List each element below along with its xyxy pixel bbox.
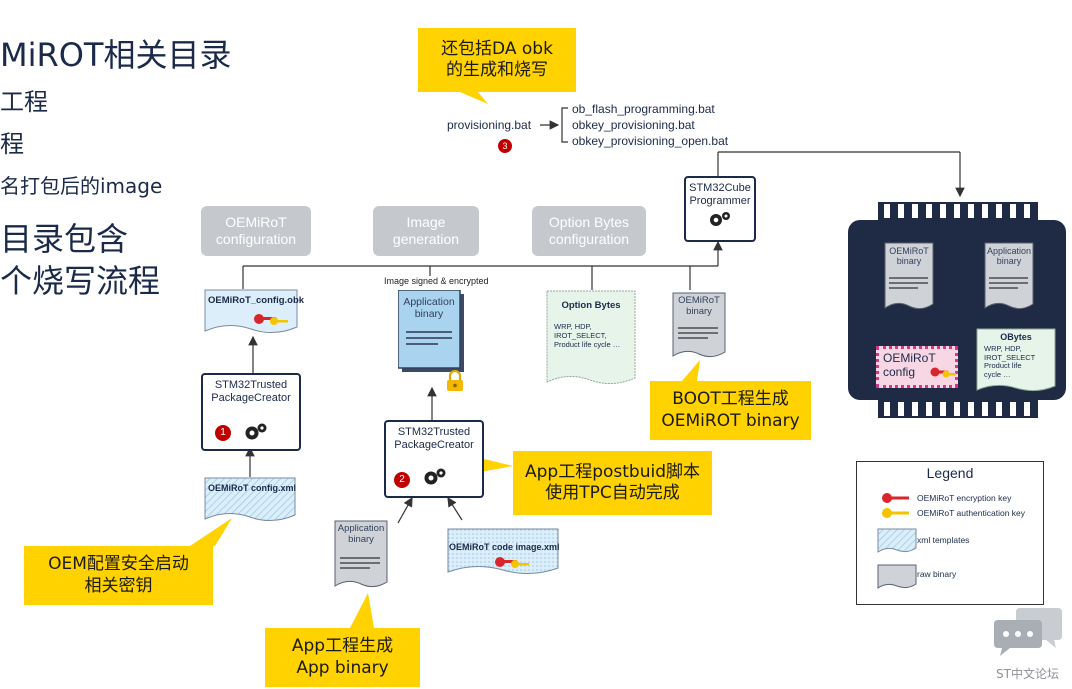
encryption-key-icon	[254, 314, 288, 325]
tpc1-step-badge: 1	[215, 425, 231, 441]
option-bytes-doc: Option Bytes WRP, HDP, IROT_SELECT, Prod…	[546, 290, 636, 386]
chip-oemirot-config: OEMiRoT config	[876, 346, 958, 388]
code-image-xml-label: OEMiRoT code image.xml	[449, 542, 560, 552]
stage-image-generation: Image generation	[373, 206, 479, 256]
provisioning-item-1: ob_flash_programming.bat	[572, 102, 715, 116]
programmer-label: STM32Cube Programmer	[689, 182, 751, 207]
callout-app-postbuild: App工程postbuid脚本 使用TPC自动完成	[513, 451, 712, 515]
authentication-key-icon	[882, 508, 909, 518]
oemirot-binary-doc: OEMiRoT binary	[672, 292, 726, 360]
xml-template-swatch	[877, 528, 917, 553]
watermark-text: ST中文论坛	[996, 667, 1059, 681]
chip-oemirot-binary: OEMiRoT binary	[884, 242, 934, 312]
encryption-key-icon	[882, 493, 909, 503]
config-obk-label: OEMiRoT_config.obk	[208, 295, 305, 306]
signed-app-binary-doc: Application binary	[398, 290, 466, 374]
signed-app-binary-label: Application binary	[403, 296, 455, 321]
chip-oemirot-config-label: OEMiRoT config	[883, 351, 936, 379]
callout-oem-keys: OEM配置安全启动 相关密钥	[24, 546, 213, 605]
config-xml-doc: OEMiRoT config.xml	[204, 477, 296, 523]
chat-bubbles-icon	[994, 608, 1062, 656]
tpc-box-1: STM32Trusted PackageCreator 1	[201, 373, 301, 451]
provisioning-item-2: obkey_provisioning.bat	[572, 118, 695, 132]
chip-oemirot-binary-label: OEMiRoT binary	[889, 246, 929, 267]
option-bytes-title: Option Bytes	[561, 300, 621, 311]
legend: Legend OEMiRoT encryption key OEMiRoT au…	[856, 461, 1044, 605]
provisioning-script: provisioning.bat	[447, 118, 532, 132]
left-title-line6: 个烧写流程	[0, 262, 161, 300]
option-bytes-body: WRP, HDP, IROT_SELECT, Product life cycl…	[554, 322, 621, 349]
tpc2-step-badge: 2	[394, 472, 410, 488]
tpc-box-2: STM32Trusted PackageCreator 2	[384, 420, 484, 498]
left-title-line1: MiROT相关目录	[0, 36, 232, 74]
legend-encryption-key: OEMiRoT encryption key	[917, 493, 1012, 503]
mcu-chip: OEMiRoT binary Application binary OEMiRo…	[848, 196, 1066, 424]
stage-oemirot-config: OEMiRoT configuration	[201, 206, 311, 256]
tpc1-label: STM32Trusted PackageCreator	[211, 379, 291, 404]
chip-obytes-title: OBytes	[1000, 332, 1032, 342]
raw-app-binary-label: Application binary	[337, 523, 385, 545]
legend-xml-templates: xml templates	[917, 535, 970, 545]
gears-icon	[424, 468, 446, 485]
callout-app-binary: App工程生成 App binary	[265, 628, 420, 687]
provisioning-step-badge: 3	[498, 139, 512, 153]
chip-obytes-doc: OBytes WRP, HDP, IROT_SELECT Product lif…	[976, 328, 1056, 394]
callout-boot-binary: BOOT工程生成 OEMiROT binary	[650, 381, 811, 440]
config-obk-doc: OEMiRoT_config.obk	[204, 289, 304, 335]
gears-icon	[245, 423, 267, 440]
raw-binary-swatch	[877, 564, 917, 589]
left-title-line4: 名打包后的image	[0, 174, 163, 198]
tpc2-step-number: 2	[399, 474, 405, 485]
gears-icon	[710, 212, 730, 227]
chip-obytes-body: WRP, HDP, IROT_SELECT Product life cycle…	[984, 344, 1036, 379]
chip-application-binary-label: Application binary	[986, 246, 1032, 267]
lock-icon	[447, 370, 463, 391]
tpc2-label: STM32Trusted PackageCreator	[394, 426, 474, 451]
oemirot-binary-label: OEMiRoT binary	[678, 295, 720, 317]
encryption-key-icon	[930, 367, 956, 378]
callout-da-obk: 还包括DA obk 的生成和烧写	[418, 28, 576, 92]
left-title-line2: 工程	[0, 88, 48, 116]
legend-raw-binary: raw binary	[917, 569, 957, 579]
legend-authentication-key: OEMiRoT authentication key	[917, 508, 1026, 518]
stm32cube-programmer-box: STM32Cube Programmer	[684, 176, 756, 242]
stage-option-bytes: Option Bytes configuration	[532, 206, 646, 256]
left-title-line5: 目录包含	[0, 220, 129, 258]
left-title-line3: 程	[0, 130, 24, 158]
encryption-key-icon	[495, 557, 529, 568]
config-xml-label: OEMiRoT config.xml	[208, 483, 297, 493]
provisioning-step-number: 3	[502, 141, 508, 151]
raw-app-binary-doc: Application binary	[334, 520, 388, 590]
tpc1-step-number: 1	[220, 427, 226, 438]
legend-title: Legend	[926, 465, 974, 481]
provisioning-item-3: obkey_provisioning_open.bat	[572, 134, 729, 148]
chip-application-binary: Application binary	[984, 242, 1034, 312]
image-note: Image signed & encrypted	[384, 276, 489, 286]
code-image-xml-doc: OEMiRoT code image.xml	[447, 528, 560, 576]
